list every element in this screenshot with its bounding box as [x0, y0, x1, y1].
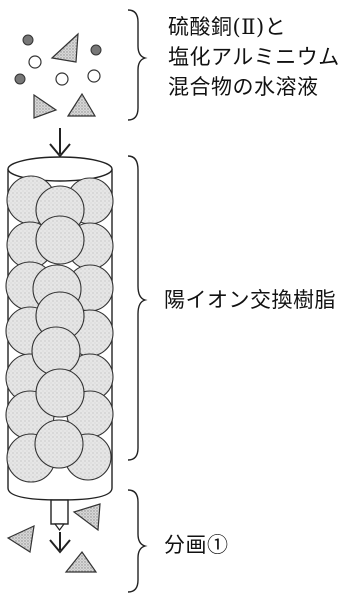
input-brace — [127, 9, 148, 121]
cu-ion-dark-circle — [14, 73, 26, 85]
input-label-line-2: 塩化アルミニウム — [168, 45, 340, 69]
output-triangle — [6, 524, 35, 553]
al-ion-triangle — [66, 92, 97, 117]
anion-open-circle — [28, 55, 42, 69]
input-particles — [14, 32, 102, 119]
cu-ion-dark-circle — [90, 44, 102, 56]
anion-open-circle — [55, 72, 69, 86]
column-top-rim — [7, 156, 113, 182]
input-label-line-3: 混合物の水溶液 — [168, 75, 319, 99]
outlet-tip — [53, 523, 66, 531]
fraction-brace — [127, 489, 148, 593]
output-triangle — [64, 550, 98, 573]
input-solution-label: 硫酸銅(Ⅱ)と 塩化アルミニウム 混合物の水溶液 — [168, 12, 340, 102]
column-outlet — [50, 499, 69, 525]
anion-open-circle — [87, 69, 101, 83]
resin-label: 陽イオン交換樹脂 — [164, 288, 336, 312]
cu-ion-dark-circle — [22, 34, 34, 46]
fraction-label: 分画① — [164, 533, 229, 557]
al-ion-triangle — [33, 93, 58, 119]
resin-beads — [5, 175, 114, 483]
ion-exchange-column — [5, 156, 114, 531]
resin-brace — [127, 155, 148, 461]
input-arrow — [49, 128, 71, 158]
al-ion-triangle — [50, 32, 79, 63]
output-arrow — [49, 532, 71, 554]
output-particles — [6, 503, 101, 573]
input-label-line-1: 硫酸銅(Ⅱ)と — [168, 15, 287, 39]
output-triangle — [72, 503, 101, 532]
